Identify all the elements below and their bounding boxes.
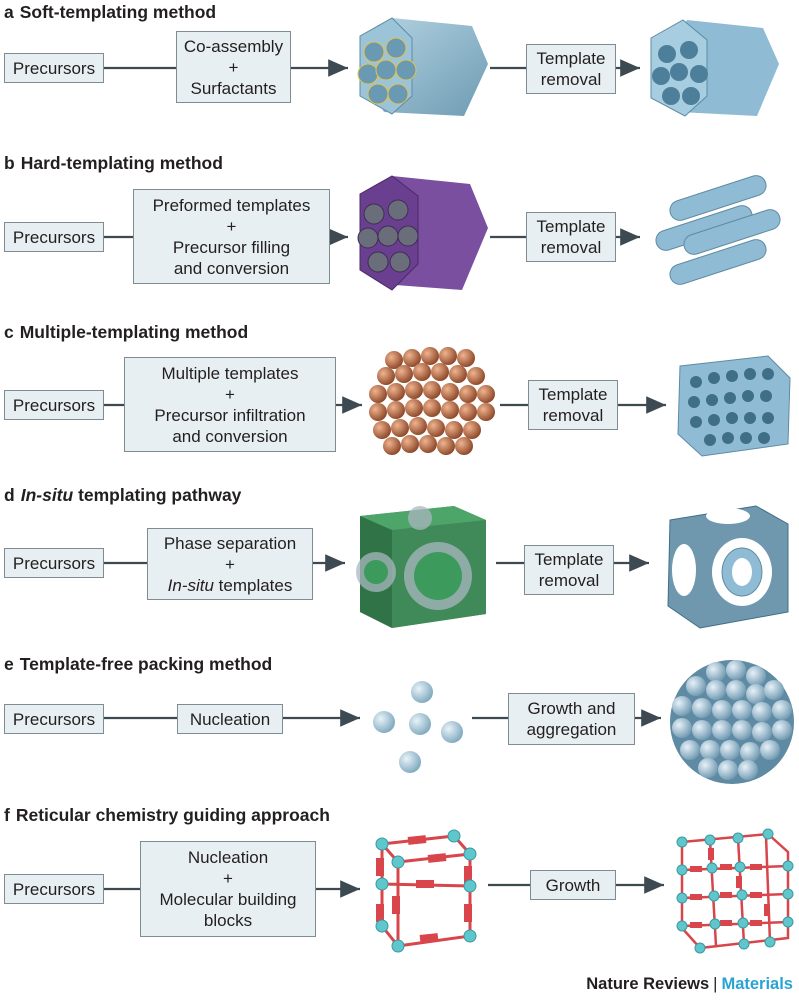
precursors-box-d: Precursors bbox=[4, 548, 104, 578]
precursors-box-c: Precursors bbox=[4, 390, 104, 420]
journal-name: Materials bbox=[721, 975, 793, 993]
porous-hexagonal-product-image bbox=[650, 19, 779, 117]
precursors-box-e: Precursors bbox=[4, 704, 104, 734]
molecular-framework-cage-image bbox=[375, 829, 477, 953]
purple-hard-template-image bbox=[357, 175, 488, 291]
green-phase-separated-cube-image bbox=[356, 506, 486, 628]
removal-box-f: Growth bbox=[530, 870, 616, 900]
process-box-e: Nucleation bbox=[177, 704, 283, 734]
inverse-opal-image bbox=[677, 355, 791, 457]
nucleated-spheres-image bbox=[373, 681, 463, 773]
copper-sphere-lattice-image bbox=[369, 347, 495, 455]
aggregated-sphere-cluster-image bbox=[670, 660, 794, 784]
publisher-name: Nature Reviews bbox=[586, 975, 710, 993]
precursors-box-b: Precursors bbox=[4, 222, 104, 252]
process-box-c: Multiple templates+Precursor infiltratio… bbox=[124, 357, 336, 452]
extended-framework-image bbox=[676, 828, 794, 954]
journal-footer: Nature Reviews|Materials bbox=[586, 975, 793, 993]
process-box-d: Phase separation+In-situ templates bbox=[147, 528, 313, 600]
hollow-cube-framework-image bbox=[667, 505, 789, 629]
nanorod-array-image bbox=[655, 175, 781, 285]
precursors-box-a: Precursors bbox=[4, 53, 104, 83]
precursors-box-f: Precursors bbox=[4, 874, 104, 904]
process-box-a: Co-assembly+Surfactants bbox=[176, 31, 291, 103]
hexagonal-micelle-template-image bbox=[357, 17, 488, 116]
